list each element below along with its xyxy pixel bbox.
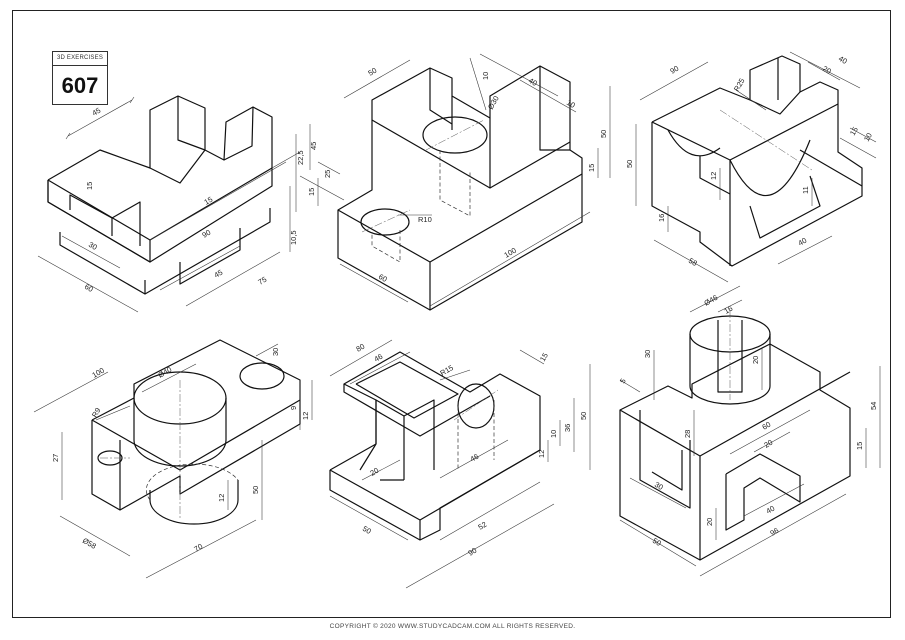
part-slot-block-dims: 80 46 R15 15 50 10 36 12 20 46 50 52 90 [355,342,589,558]
dim-label: 90 [467,546,479,558]
dim-label: 10 [549,430,558,438]
dim-label: 40 [527,76,539,88]
dim-label: 10,5 [289,230,298,245]
dim-label: R10 [418,215,432,224]
dim-label: 15 [538,351,550,363]
copyright-notice: COPYRIGHT © 2020 WWW.STUDYCADCAM.COM ALL… [329,623,576,630]
part-hole-block [299,53,611,311]
dim-label: 15 [307,188,316,196]
dim-label: 16 [657,214,666,222]
dim-label: 36 [563,424,572,432]
dim-label: 10 [565,98,577,110]
dim-label: 52 [477,520,489,532]
part-cap-block-dims: Ø46 16 30 5 20 28 54 60 15 30 20 40 20 9… [618,293,878,548]
dim-label: 10 [481,72,490,80]
dim-label: 9 [289,406,298,410]
dim-label: 60 [761,420,773,432]
sheet-border [12,10,891,618]
dim-label: 100 [503,246,518,260]
dim-label: 80 [355,342,367,354]
dim-label: 12 [217,494,226,502]
dim-label: 45 [309,142,318,150]
dim-label: 20 [369,466,381,478]
dim-label: 40 [797,236,809,248]
dim-label: 12 [537,450,546,458]
dim-label: 12 [301,412,310,420]
dim-label: 30 [271,348,280,356]
dim-label: 90 [201,228,213,240]
part-cap-block [619,285,881,577]
dim-label: 22,5 [296,150,305,165]
dim-label: 96 [769,526,781,538]
dim-label: Ø30 [486,94,501,111]
dim-label: 15 [587,164,596,172]
dim-label: 20 [821,64,833,76]
dim-label: 20 [751,356,760,364]
dim-label: 60 [83,282,95,294]
part-cylinder-block [33,339,313,579]
dim-label: 50 [579,412,588,420]
dim-label: 50 [361,524,373,536]
dim-label: 5 [618,377,628,385]
exercise-number: 607 [61,73,99,98]
dim-label: 60 [377,272,389,284]
dim-label: 70 [193,542,205,554]
dim-label: 90 [669,64,681,76]
dim-label: 27 [51,454,60,462]
dim-label: 11 [801,186,810,194]
dim-label: 58 [687,256,699,268]
dim-label: 20 [705,518,714,526]
dim-label: 20 [763,438,775,450]
dim-label: 15 [855,442,864,450]
dim-label: 30 [643,350,652,358]
dim-label: 50 [651,536,663,548]
exercise-caption: 3D EXERCISES [53,52,107,66]
part-saddle-block-dims: 90 40 20 R25 50 15 10 12 11 16 58 40 [625,54,874,268]
dim-label: 50 [367,66,379,78]
dim-label: 15 [848,125,860,137]
part-v-block-dims: 45 22,5 45 15 15 90 30 10,5 45 75 60 [83,106,318,294]
dim-label: 16 [723,304,735,316]
dim-label: 40 [765,504,777,516]
dim-label: R9 [90,406,103,419]
dim-label: 25 [323,170,332,178]
part-cylinder-block-dims: 100 Ø40 30 R9 27 9 12 12 50 Ø58 70 [51,348,310,554]
part-slot-block [329,339,591,589]
dim-label: 46 [469,452,481,464]
dim-label: 15 [85,182,94,190]
dim-label: 30 [653,480,665,492]
dim-label: 46 [373,352,385,364]
dim-label: 15 [203,195,215,207]
dim-label: 100 [91,366,106,380]
dim-label: 30 [87,240,99,252]
dim-label: 50 [599,130,608,138]
dim-label: 10 [862,131,874,143]
part-hole-block-dims: 50 10 40 Ø30 10 50 25 15 15 R10 60 100 [307,66,608,284]
dim-label: Ø40 [157,365,174,380]
dim-label: Ø46 [703,293,720,308]
dim-label: 75 [257,275,269,287]
dim-label: 12 [709,172,718,180]
dim-label: 40 [837,54,849,66]
dim-label: 45 [213,268,225,280]
dim-label: 45 [91,106,103,118]
dim-label: R25 [732,77,747,93]
dim-label: 50 [251,486,260,494]
dim-label: R15 [439,363,455,378]
title-block: 3D EXERCISES 607 [52,51,108,105]
dim-label: 54 [869,402,878,410]
dim-label: 50 [625,160,634,168]
dim-label: Ø58 [81,536,98,551]
part-saddle-block [635,51,877,283]
part-v-block [37,95,311,313]
dim-label: 28 [683,430,692,438]
